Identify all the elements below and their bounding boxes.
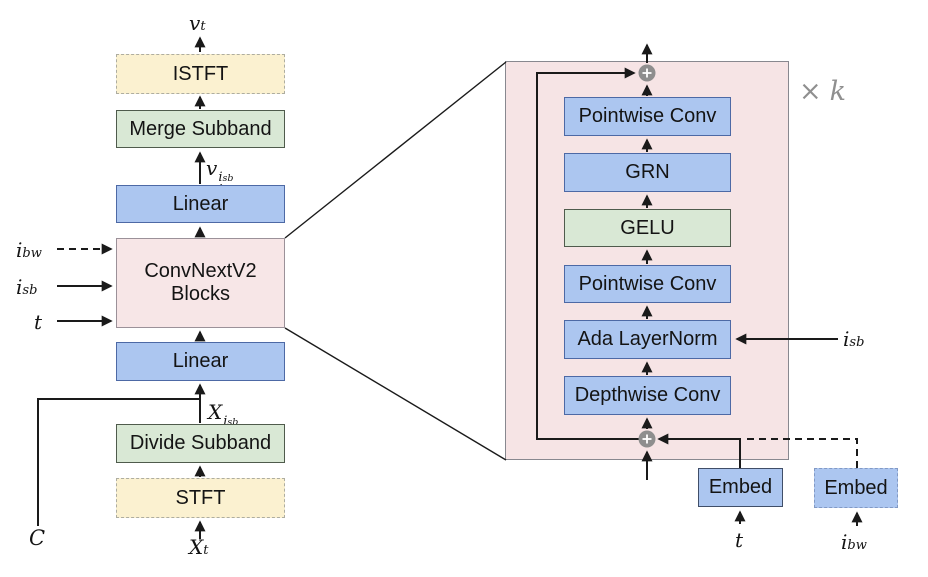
sup: isb	[223, 414, 239, 429]
embed-ibw-box: Embed	[814, 468, 898, 508]
zoom-line-top	[284, 61, 507, 239]
label-t-input: t	[34, 310, 43, 334]
linear-bottom-box: Linear	[116, 342, 285, 381]
label-ibw-bottom: ibw	[841, 530, 867, 554]
sup: isb	[218, 170, 234, 185]
convnext-blocks-box: ConvNextV2 Blocks	[116, 238, 285, 328]
istft-box: ISTFT	[116, 54, 285, 94]
wire-embed-t-to-add	[657, 433, 741, 468]
pointwise-conv-bottom-box: Pointwise Conv	[564, 265, 731, 303]
add-node-bottom	[638, 430, 656, 448]
add-node-top	[638, 64, 656, 82]
wire-c-conditioning	[37, 398, 199, 526]
label-c-conditioning: C	[29, 526, 46, 550]
gelu-box: GELU	[564, 209, 731, 247]
label-xt: Xt	[189, 535, 209, 559]
wire-embed-ibw-to-add	[742, 438, 858, 468]
linear-top-box: Linear	[116, 185, 285, 223]
label-t-bottom: t	[735, 528, 744, 552]
depthwise-conv-box: Depthwise Conv	[564, 376, 731, 415]
zoom-line-bottom	[284, 327, 507, 461]
label-isb-input: isb	[16, 275, 38, 299]
stft-box: STFT	[116, 478, 285, 518]
embed-t-box: Embed	[698, 468, 783, 507]
grn-box: GRN	[564, 153, 731, 192]
pointwise-conv-top-box: Pointwise Conv	[564, 97, 731, 136]
label-ibw-input: ibw	[16, 238, 42, 262]
repeat-k-label: ×k	[799, 76, 846, 107]
label-isb-right: isb	[843, 327, 865, 351]
plus-icon	[642, 68, 652, 78]
ada-layernorm-box: Ada LayerNorm	[564, 320, 731, 359]
wire-residual-skip	[536, 67, 639, 440]
label-vt: vt	[189, 11, 206, 35]
plus-icon	[642, 434, 652, 444]
merge-subband-box: Merge Subband	[116, 110, 285, 148]
divide-subband-box: Divide Subband	[116, 424, 285, 463]
